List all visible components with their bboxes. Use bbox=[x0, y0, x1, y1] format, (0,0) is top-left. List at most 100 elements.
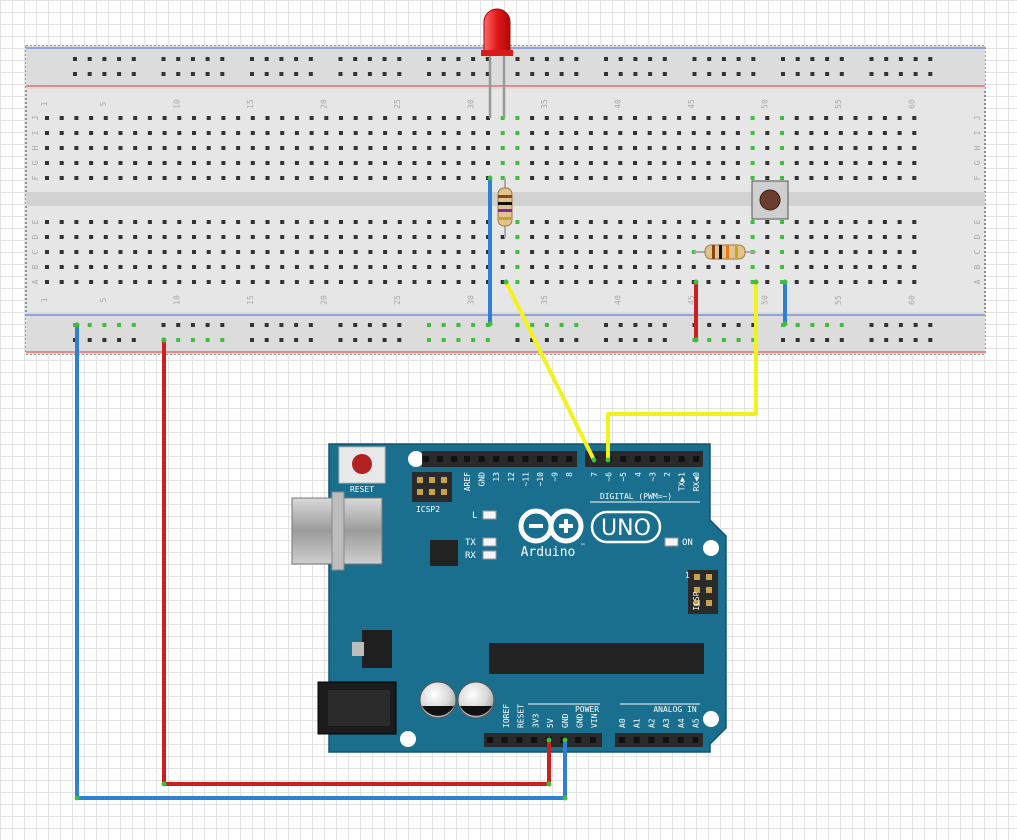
breadboard-hole[interactable] bbox=[103, 265, 108, 269]
breadboard-hole[interactable] bbox=[74, 265, 79, 269]
breadboard-hole[interactable] bbox=[221, 250, 226, 254]
breadboard-hole[interactable] bbox=[397, 131, 402, 135]
rail-hole[interactable] bbox=[721, 72, 726, 76]
rail-hole[interactable] bbox=[559, 72, 564, 76]
rail-hole[interactable] bbox=[574, 57, 579, 61]
rail-hole[interactable] bbox=[781, 57, 785, 61]
wire-endpoint[interactable] bbox=[74, 322, 80, 328]
rail-hole[interactable] bbox=[382, 72, 387, 76]
breadboard-hole[interactable] bbox=[103, 280, 108, 284]
breadboard-hole[interactable] bbox=[574, 146, 579, 150]
wire-endpoint[interactable] bbox=[546, 781, 552, 787]
breadboard-hole[interactable] bbox=[750, 220, 755, 224]
rail-hole[interactable] bbox=[279, 323, 284, 327]
rail-hole[interactable] bbox=[367, 57, 372, 61]
breadboard-hole[interactable] bbox=[750, 265, 755, 269]
breadboard-hole[interactable] bbox=[544, 176, 549, 180]
rail-hole[interactable] bbox=[869, 323, 874, 327]
analog-pin[interactable] bbox=[677, 737, 684, 743]
breadboard-hole[interactable] bbox=[853, 176, 858, 180]
breadboard-hole[interactable] bbox=[147, 220, 152, 224]
wire-endpoint[interactable] bbox=[782, 279, 788, 285]
rail-hole[interactable] bbox=[692, 57, 697, 61]
rail-hole[interactable] bbox=[471, 323, 476, 327]
breadboard-hole[interactable] bbox=[397, 146, 402, 150]
breadboard-hole[interactable] bbox=[383, 235, 388, 239]
breadboard-hole[interactable] bbox=[236, 235, 241, 239]
breadboard-hole[interactable] bbox=[588, 235, 593, 239]
breadboard-hole[interactable] bbox=[471, 280, 476, 284]
rail-hole[interactable] bbox=[131, 72, 136, 76]
breadboard-hole[interactable] bbox=[706, 116, 711, 120]
icsp2-pin[interactable] bbox=[429, 477, 435, 483]
breadboard-hole[interactable] bbox=[324, 131, 329, 135]
rail-hole[interactable] bbox=[294, 323, 299, 327]
rail-hole[interactable] bbox=[308, 72, 313, 76]
breadboard-hole[interactable] bbox=[662, 161, 667, 165]
breadboard-hole[interactable] bbox=[383, 116, 388, 120]
breadboard-hole[interactable] bbox=[721, 161, 726, 165]
breadboard-hole[interactable] bbox=[868, 250, 873, 254]
breadboard-hole[interactable] bbox=[765, 176, 770, 180]
breadboard-hole[interactable] bbox=[765, 161, 770, 165]
breadboard-hole[interactable] bbox=[353, 220, 358, 224]
breadboard-hole[interactable] bbox=[500, 235, 505, 239]
rail-hole[interactable] bbox=[559, 338, 564, 342]
digital-pin[interactable] bbox=[493, 456, 500, 462]
breadboard-hole[interactable] bbox=[294, 280, 299, 284]
rail-hole[interactable] bbox=[382, 57, 387, 61]
rail-hole[interactable] bbox=[810, 338, 815, 342]
breadboard-hole[interactable] bbox=[515, 220, 520, 224]
rail-hole[interactable] bbox=[117, 323, 122, 327]
breadboard-hole[interactable] bbox=[59, 161, 64, 165]
analog-pin[interactable] bbox=[619, 737, 625, 743]
breadboard-hole[interactable] bbox=[765, 235, 770, 239]
rail-hole[interactable] bbox=[205, 72, 210, 76]
digital-pin[interactable] bbox=[537, 456, 543, 462]
rail-hole[interactable] bbox=[456, 72, 461, 76]
breadboard-hole[interactable] bbox=[882, 220, 887, 224]
power-pin[interactable] bbox=[575, 737, 582, 743]
rail-hole[interactable] bbox=[825, 72, 830, 76]
breadboard-hole[interactable] bbox=[647, 116, 652, 120]
breadboard-hole[interactable] bbox=[339, 220, 343, 224]
breadboard-hole[interactable] bbox=[353, 116, 358, 120]
breadboard-hole[interactable] bbox=[897, 220, 902, 224]
breadboard-hole[interactable] bbox=[765, 116, 770, 120]
analog-pin[interactable] bbox=[663, 737, 670, 743]
breadboard-hole[interactable] bbox=[647, 280, 652, 284]
rail-hole[interactable] bbox=[485, 72, 490, 76]
digital-pin[interactable] bbox=[693, 456, 700, 462]
breadboard-hole[interactable] bbox=[588, 116, 593, 120]
breadboard-hole[interactable] bbox=[559, 161, 564, 165]
icsp-pin[interactable] bbox=[694, 587, 700, 593]
rail-hole[interactable] bbox=[353, 323, 358, 327]
breadboard-hole[interactable] bbox=[662, 250, 667, 254]
breadboard-hole[interactable] bbox=[192, 220, 196, 224]
breadboard-hole[interactable] bbox=[206, 161, 211, 165]
breadboard-hole[interactable] bbox=[118, 146, 123, 150]
breadboard-hole[interactable] bbox=[397, 161, 402, 165]
rail-hole[interactable] bbox=[648, 72, 653, 76]
breadboard-hole[interactable] bbox=[103, 116, 108, 120]
breadboard-hole[interactable] bbox=[412, 131, 417, 135]
rail-hole[interactable] bbox=[264, 338, 269, 342]
rail-hole[interactable] bbox=[884, 323, 889, 327]
rail-hole[interactable] bbox=[176, 57, 181, 61]
breadboard-hole[interactable] bbox=[383, 265, 388, 269]
rail-hole[interactable] bbox=[898, 338, 903, 342]
breadboard-hole[interactable] bbox=[647, 131, 652, 135]
rail-hole[interactable] bbox=[264, 323, 269, 327]
breadboard-hole[interactable] bbox=[368, 280, 373, 284]
breadboard-hole[interactable] bbox=[147, 161, 152, 165]
breadboard-hole[interactable] bbox=[706, 280, 711, 284]
breadboard-hole[interactable] bbox=[588, 131, 593, 135]
breadboard-hole[interactable] bbox=[339, 235, 343, 239]
wire-endpoint[interactable] bbox=[562, 737, 568, 743]
breadboard-hole[interactable] bbox=[721, 176, 726, 180]
breadboard-hole[interactable] bbox=[456, 250, 461, 254]
rail-hole[interactable] bbox=[102, 323, 107, 327]
rail-hole[interactable] bbox=[367, 323, 372, 327]
breadboard-hole[interactable] bbox=[59, 265, 64, 269]
breadboard-hole[interactable] bbox=[162, 235, 167, 239]
